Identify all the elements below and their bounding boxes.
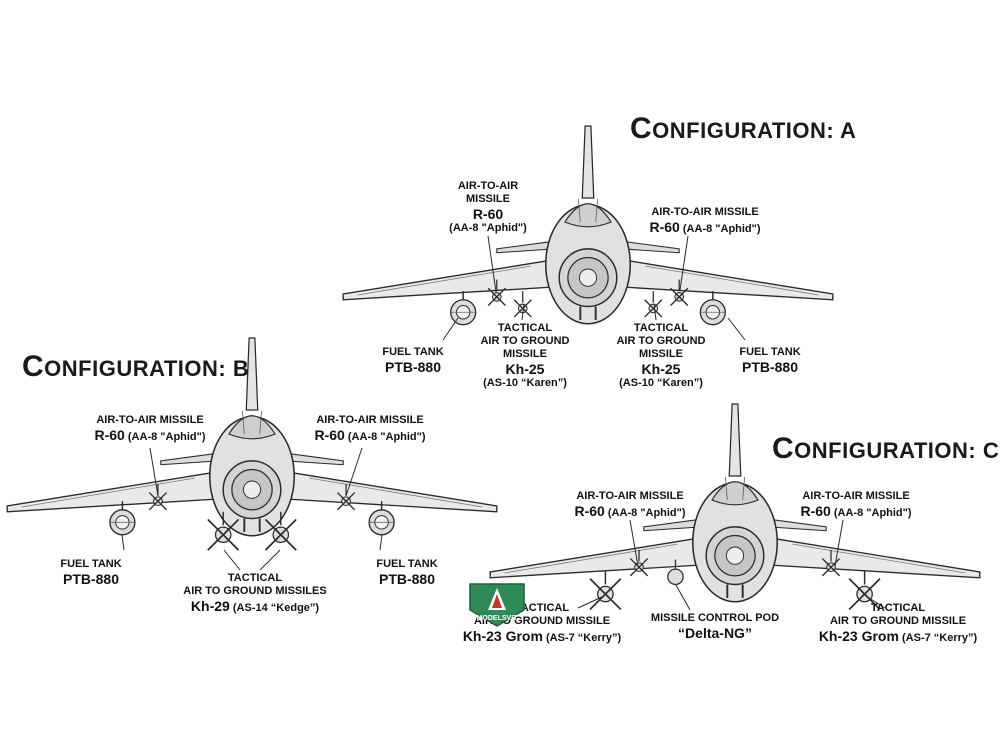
title-rest: ONFIGURATION: A (652, 118, 857, 143)
label-line: TACTICAL (870, 602, 926, 614)
label-line: AIR-TO-AIR MISSILE (576, 490, 684, 502)
weapon-name: Kh-25 (641, 361, 681, 377)
title-configuration-b: CONFIGURATION: B (22, 350, 249, 384)
title-rest: ONFIGURATION: B (44, 356, 250, 381)
label-line: TACTICAL (633, 322, 689, 334)
label-line: AIR TO GROUND (616, 335, 706, 347)
title-configuration-a: CONFIGURATION: A (630, 112, 856, 146)
label-b-tank-right: FUEL TANK PTB-880 (372, 558, 442, 587)
weapon-name: Kh-29 (190, 598, 230, 614)
weapon-name: R-60 (800, 503, 831, 519)
label-c-agm-left: TACTICAL AIR TO GROUND MISSILE Kh-23 Gro… (452, 602, 632, 645)
label-line: MISSILE (465, 193, 510, 205)
label-a-aam-right: AIR-TO-AIR MISSILE R-60 (AA-8 "Aphid") (640, 206, 770, 236)
label-line: AIR TO GROUND MISSILES (183, 585, 327, 597)
weapon-code: (AS-10 “Karen”) (619, 377, 703, 389)
weapon-code: (AA-8 "Aphid") (449, 222, 527, 234)
label-c-pod: MISSILE CONTROL POD “Delta-NG” (640, 612, 790, 641)
label-line: AIR-TO-AIR MISSILE (802, 490, 910, 502)
weapon-code: (AS-7 “Kerry”) (902, 632, 978, 644)
label-line: MISSILE CONTROL POD (650, 612, 780, 624)
weapon-name: PTB-880 (62, 571, 120, 587)
weapon-name: Kh-23 Grom (818, 628, 899, 644)
label-c-aam-right: AIR-TO-AIR MISSILE R-60 (AA-8 "Aphid") (786, 490, 926, 520)
weapon-code: (AS-14 “Kedge”) (232, 602, 320, 614)
label-line: FUEL TANK (382, 346, 444, 358)
weapon-code: (AA-8 "Aphid") (833, 507, 912, 519)
label-b-agm: TACTICAL AIR TO GROUND MISSILES Kh-29 (A… (170, 572, 340, 615)
title-cap: C (22, 350, 45, 383)
label-line: FUEL TANK (376, 558, 438, 570)
label-b-tank-left: FUEL TANK PTB-880 (56, 558, 126, 587)
label-line: AIR TO GROUND MISSILE (829, 615, 967, 627)
label-line: MISSILE (638, 348, 683, 360)
label-a-agm-right: TACTICAL AIR TO GROUND MISSILE Kh-25 (AS… (606, 322, 716, 390)
label-line: FUEL TANK (60, 558, 122, 570)
weapon-name: R-60 (574, 503, 605, 519)
weapon-name: R-60 (314, 427, 345, 443)
label-line: AIR-TO-AIR MISSILE (651, 206, 759, 218)
label-line: MISSILE (502, 348, 547, 360)
weapon-code: (AA-8 "Aphid") (607, 507, 686, 519)
label-line: TACTICAL (227, 572, 283, 584)
weapon-code: (AS-10 “Karen”) (483, 377, 567, 389)
weapon-name: “Delta-NG” (678, 625, 752, 641)
weapon-code: (AA-8 "Aphid") (347, 431, 426, 443)
title-cap: C (630, 112, 653, 145)
weapon-name: R-60 (649, 219, 680, 235)
label-line: TACTICAL (497, 322, 553, 334)
label-b-aam-left: AIR-TO-AIR MISSILE R-60 (AA-8 "Aphid") (80, 414, 220, 444)
label-line: AIR-TO-AIR (457, 180, 519, 192)
modelsvit-logo: MODELSVIT (469, 583, 525, 627)
label-line: AIR TO GROUND (480, 335, 570, 347)
weapon-code: (AA-8 "Aphid") (682, 223, 761, 235)
title-configuration-c: CONFIGURATION: C (772, 432, 999, 466)
label-c-agm-right: TACTICAL AIR TO GROUND MISSILE Kh-23 Gro… (808, 602, 988, 645)
label-line: FUEL TANK (739, 346, 801, 358)
weapon-name: Kh-25 (505, 361, 545, 377)
weapon-code: (AS-7 “Kerry”) (546, 632, 622, 644)
label-b-aam-right: AIR-TO-AIR MISSILE R-60 (AA-8 "Aphid") (300, 414, 440, 444)
leader-lines (121, 235, 886, 611)
label-c-aam-left: AIR-TO-AIR MISSILE R-60 (AA-8 "Aphid") (560, 490, 700, 520)
label-a-agm-left: TACTICAL AIR TO GROUND MISSILE Kh-25 (AS… (470, 322, 580, 390)
weapon-name: R-60 (94, 427, 125, 443)
weapon-name: PTB-880 (384, 359, 442, 375)
title-rest: ONFIGURATION: C (794, 438, 1000, 463)
weapon-name: Kh-23 Grom (462, 628, 543, 644)
title-cap: C (772, 432, 795, 465)
label-line: TACTICAL (514, 602, 570, 614)
label-line: AIR-TO-AIR MISSILE (96, 414, 204, 426)
weapon-name: PTB-880 (741, 359, 799, 375)
label-line: AIR-TO-AIR MISSILE (316, 414, 424, 426)
weapon-name: PTB-880 (378, 571, 436, 587)
label-a-tank-left: FUEL TANK PTB-880 (378, 346, 448, 375)
logo-text: MODELSVIT (477, 615, 519, 622)
weapon-name: R-60 (472, 206, 504, 222)
label-a-tank-right: FUEL TANK PTB-880 (735, 346, 805, 375)
label-a-aam-left: AIR-TO-AIR MISSILE R-60 (AA-8 "Aphid") (448, 180, 528, 235)
weapon-code: (AA-8 "Aphid") (127, 431, 206, 443)
